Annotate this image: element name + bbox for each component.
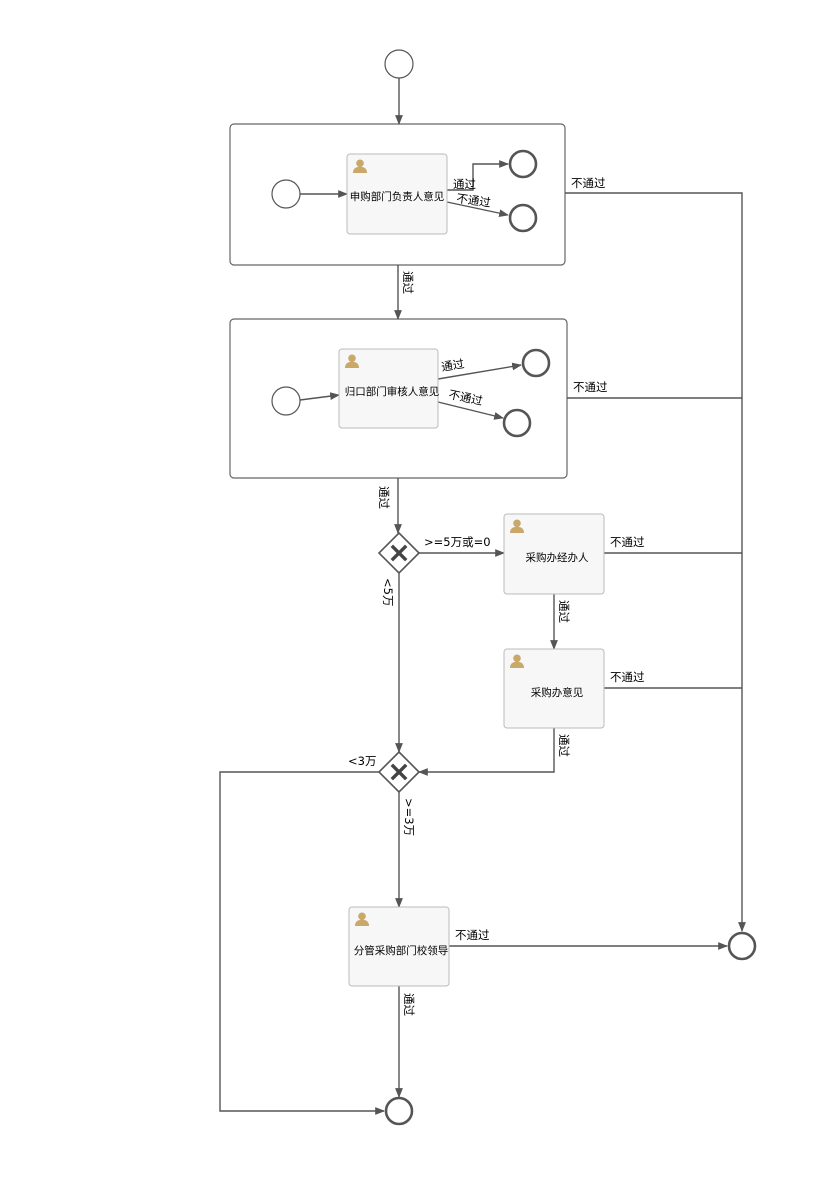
label-sub1-pass: 通过 [453,177,476,191]
flow-t1-reject[interactable] [446,201,509,217]
task-label: 采购办经办人 [526,551,589,564]
label-t5-pass: 通过 [402,993,416,1016]
sub2-end-pass[interactable] [521,348,551,378]
task-school-leader[interactable]: 分管采购部门校领导 [348,906,450,987]
flow-sub1-out-reject[interactable] [565,192,746,932]
flow-t2-pass[interactable] [437,362,522,380]
label-t4-pass: 通过 [557,734,571,757]
exclusive-gateway-amount-5w[interactable] [377,531,421,575]
end-event-reject[interactable] [727,931,757,961]
label-sub2-to-gw1: 通过 [377,486,391,509]
gateway-x-icon [390,544,408,562]
label-t3-reject: 不通过 [610,535,645,549]
task-label: 申购部门负责人意见 [350,190,445,203]
label-gw2-lt3w: <3万 [348,754,376,768]
task-applicant-dept-head[interactable]: 申购部门负责人意见 [346,153,448,235]
sub2-end-reject[interactable] [502,408,532,438]
sub1-start-event[interactable] [271,179,301,209]
task-label: 归口部门审核人意见 [345,385,440,398]
start-event[interactable] [384,49,414,79]
sub2-start-event[interactable] [271,386,301,416]
flow-sub2-start-to-t2[interactable] [299,392,340,401]
label-sub2-out-reject: 不通过 [573,380,608,394]
label-t4-reject: 不通过 [610,670,645,684]
task-procurement-office-opinion[interactable]: 采购办意见 [503,648,605,729]
label-sub1-to-sub2: 通过 [401,271,415,294]
label-t5-reject: 不通过 [455,928,490,942]
flow-t4-to-gw2[interactable] [418,728,555,776]
sub1-end-pass[interactable] [508,149,538,179]
label-gw1-lt5w: <5万 [381,578,395,606]
flow-gw2-lt3w[interactable] [219,771,385,1115]
task-label: 分管采购部门校领导 [354,944,449,957]
flow-t1-pass[interactable] [447,160,509,191]
label-gw1-ge5w: >=5万或=0 [424,535,491,549]
label-t3-pass: 通过 [557,600,571,623]
end-event-pass[interactable] [384,1096,414,1126]
label-sub1-out-reject: 不通过 [571,176,606,190]
task-procurement-handler[interactable]: 采购办经办人 [503,513,605,595]
gateway-x-icon [390,763,408,781]
task-label: 采购办意见 [531,686,584,699]
sub1-end-reject[interactable] [508,203,538,233]
label-gw2-ge3w: >=3万 [402,798,416,836]
task-centralized-dept-reviewer[interactable]: 归口部门审核人意见 [338,348,440,429]
label-sub2-pass: 通过 [440,356,465,374]
flow-t2-reject[interactable] [437,401,504,420]
label-sub1-reject: 不通过 [456,191,493,210]
exclusive-gateway-amount-3w[interactable] [377,750,421,794]
